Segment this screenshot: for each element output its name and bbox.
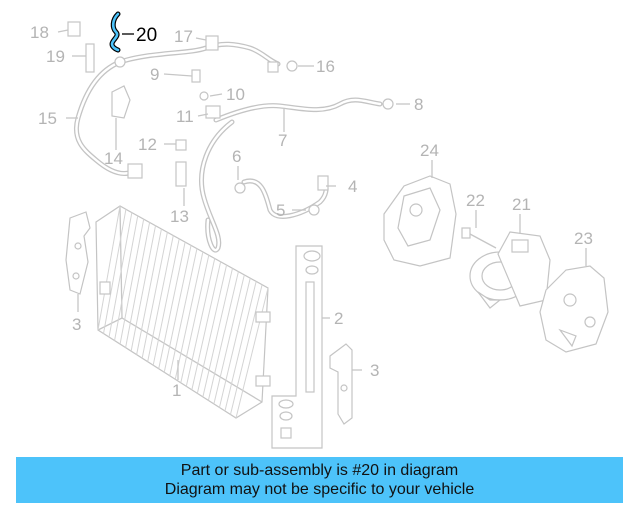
- condenser-fin: [108, 212, 133, 338]
- condenser-fin: [119, 219, 145, 345]
- ac-hoses: [67, 21, 394, 253]
- callout-2: 2: [334, 309, 343, 328]
- callout-24: 24: [420, 141, 439, 160]
- bracket-part-23: [539, 265, 609, 353]
- banner-line-2: Diagram may not be specific to your vehi…: [164, 481, 475, 498]
- callout-13: 13: [170, 207, 189, 226]
- callout-21: 21: [512, 195, 531, 214]
- info-banner: Part or sub-assembly is #20 in diagram D…: [16, 457, 623, 503]
- condenser-fin: [191, 261, 222, 390]
- callout-6: 6: [232, 147, 241, 166]
- condenser-fin: [125, 222, 151, 348]
- condenser-fin: [207, 271, 239, 401]
- condenser-fin: [180, 255, 210, 383]
- condenser-fin: [235, 287, 269, 419]
- callout-11: 11: [176, 107, 194, 126]
- callout-3-left: 3: [72, 315, 81, 334]
- highlighted-part-20: [109, 11, 134, 53]
- callout-9: 9: [150, 65, 159, 84]
- callout-1: 1: [172, 381, 181, 400]
- condenser-fin: [213, 274, 245, 405]
- callout-15: 15: [38, 109, 57, 128]
- callout-12: 12: [138, 135, 157, 154]
- condenser-fin: [103, 209, 127, 334]
- condenser-fin: [202, 268, 233, 397]
- compressor-part-21: [469, 231, 551, 309]
- callout-5: 5: [276, 201, 285, 220]
- condenser-fin: [185, 258, 216, 387]
- callout-20: 20: [136, 25, 157, 46]
- housing-part-24: [383, 175, 457, 267]
- callout-17: 17: [174, 27, 193, 46]
- condenser-fin: [196, 264, 228, 394]
- condenser-fin: [147, 235, 174, 362]
- banner-line-1: Part or sub-assembly is #20 in diagram: [180, 462, 459, 479]
- callout-14: 14: [104, 149, 123, 168]
- callout-7: 7: [278, 131, 287, 150]
- condenser-fin: [163, 245, 192, 373]
- callout-labels: 18 19 20 17 9 16 10 11 15 8 7 12 14 6 24…: [30, 23, 593, 400]
- callout-22: 22: [466, 191, 485, 210]
- bolt-part-22: [461, 227, 497, 249]
- condenser-fin: [174, 251, 204, 380]
- condenser-fin: [229, 284, 263, 415]
- bracket-part-3-right: [329, 343, 353, 425]
- condenser-fin: [218, 278, 251, 408]
- leader-lines: [57, 29, 587, 380]
- callout-19: 19: [46, 47, 65, 66]
- condenser-fin: [141, 232, 168, 359]
- callout-23: 23: [574, 229, 593, 248]
- callout-8: 8: [414, 95, 423, 114]
- condenser-fin: [158, 241, 186, 369]
- receiver-drier-part-2: [271, 245, 323, 449]
- condenser-fin: [114, 215, 139, 341]
- condenser-fin: [169, 248, 198, 376]
- condenser-part-1: [95, 205, 271, 419]
- parts-diagram: 18 19 20 17 9 16 10 11 15 8 7 12 14 6 24…: [30, 11, 609, 449]
- callout-10: 10: [226, 85, 245, 104]
- condenser-fin: [130, 225, 157, 352]
- condenser-fin: [224, 281, 257, 412]
- callout-4: 4: [348, 177, 357, 196]
- callout-18: 18: [30, 23, 49, 42]
- condenser-fin: [97, 205, 121, 331]
- condenser-fin: [136, 228, 162, 355]
- condenser-fin: [152, 238, 180, 366]
- bracket-part-3-left: [65, 211, 91, 295]
- callout-3-right: 3: [370, 361, 379, 380]
- callout-16: 16: [316, 57, 335, 76]
